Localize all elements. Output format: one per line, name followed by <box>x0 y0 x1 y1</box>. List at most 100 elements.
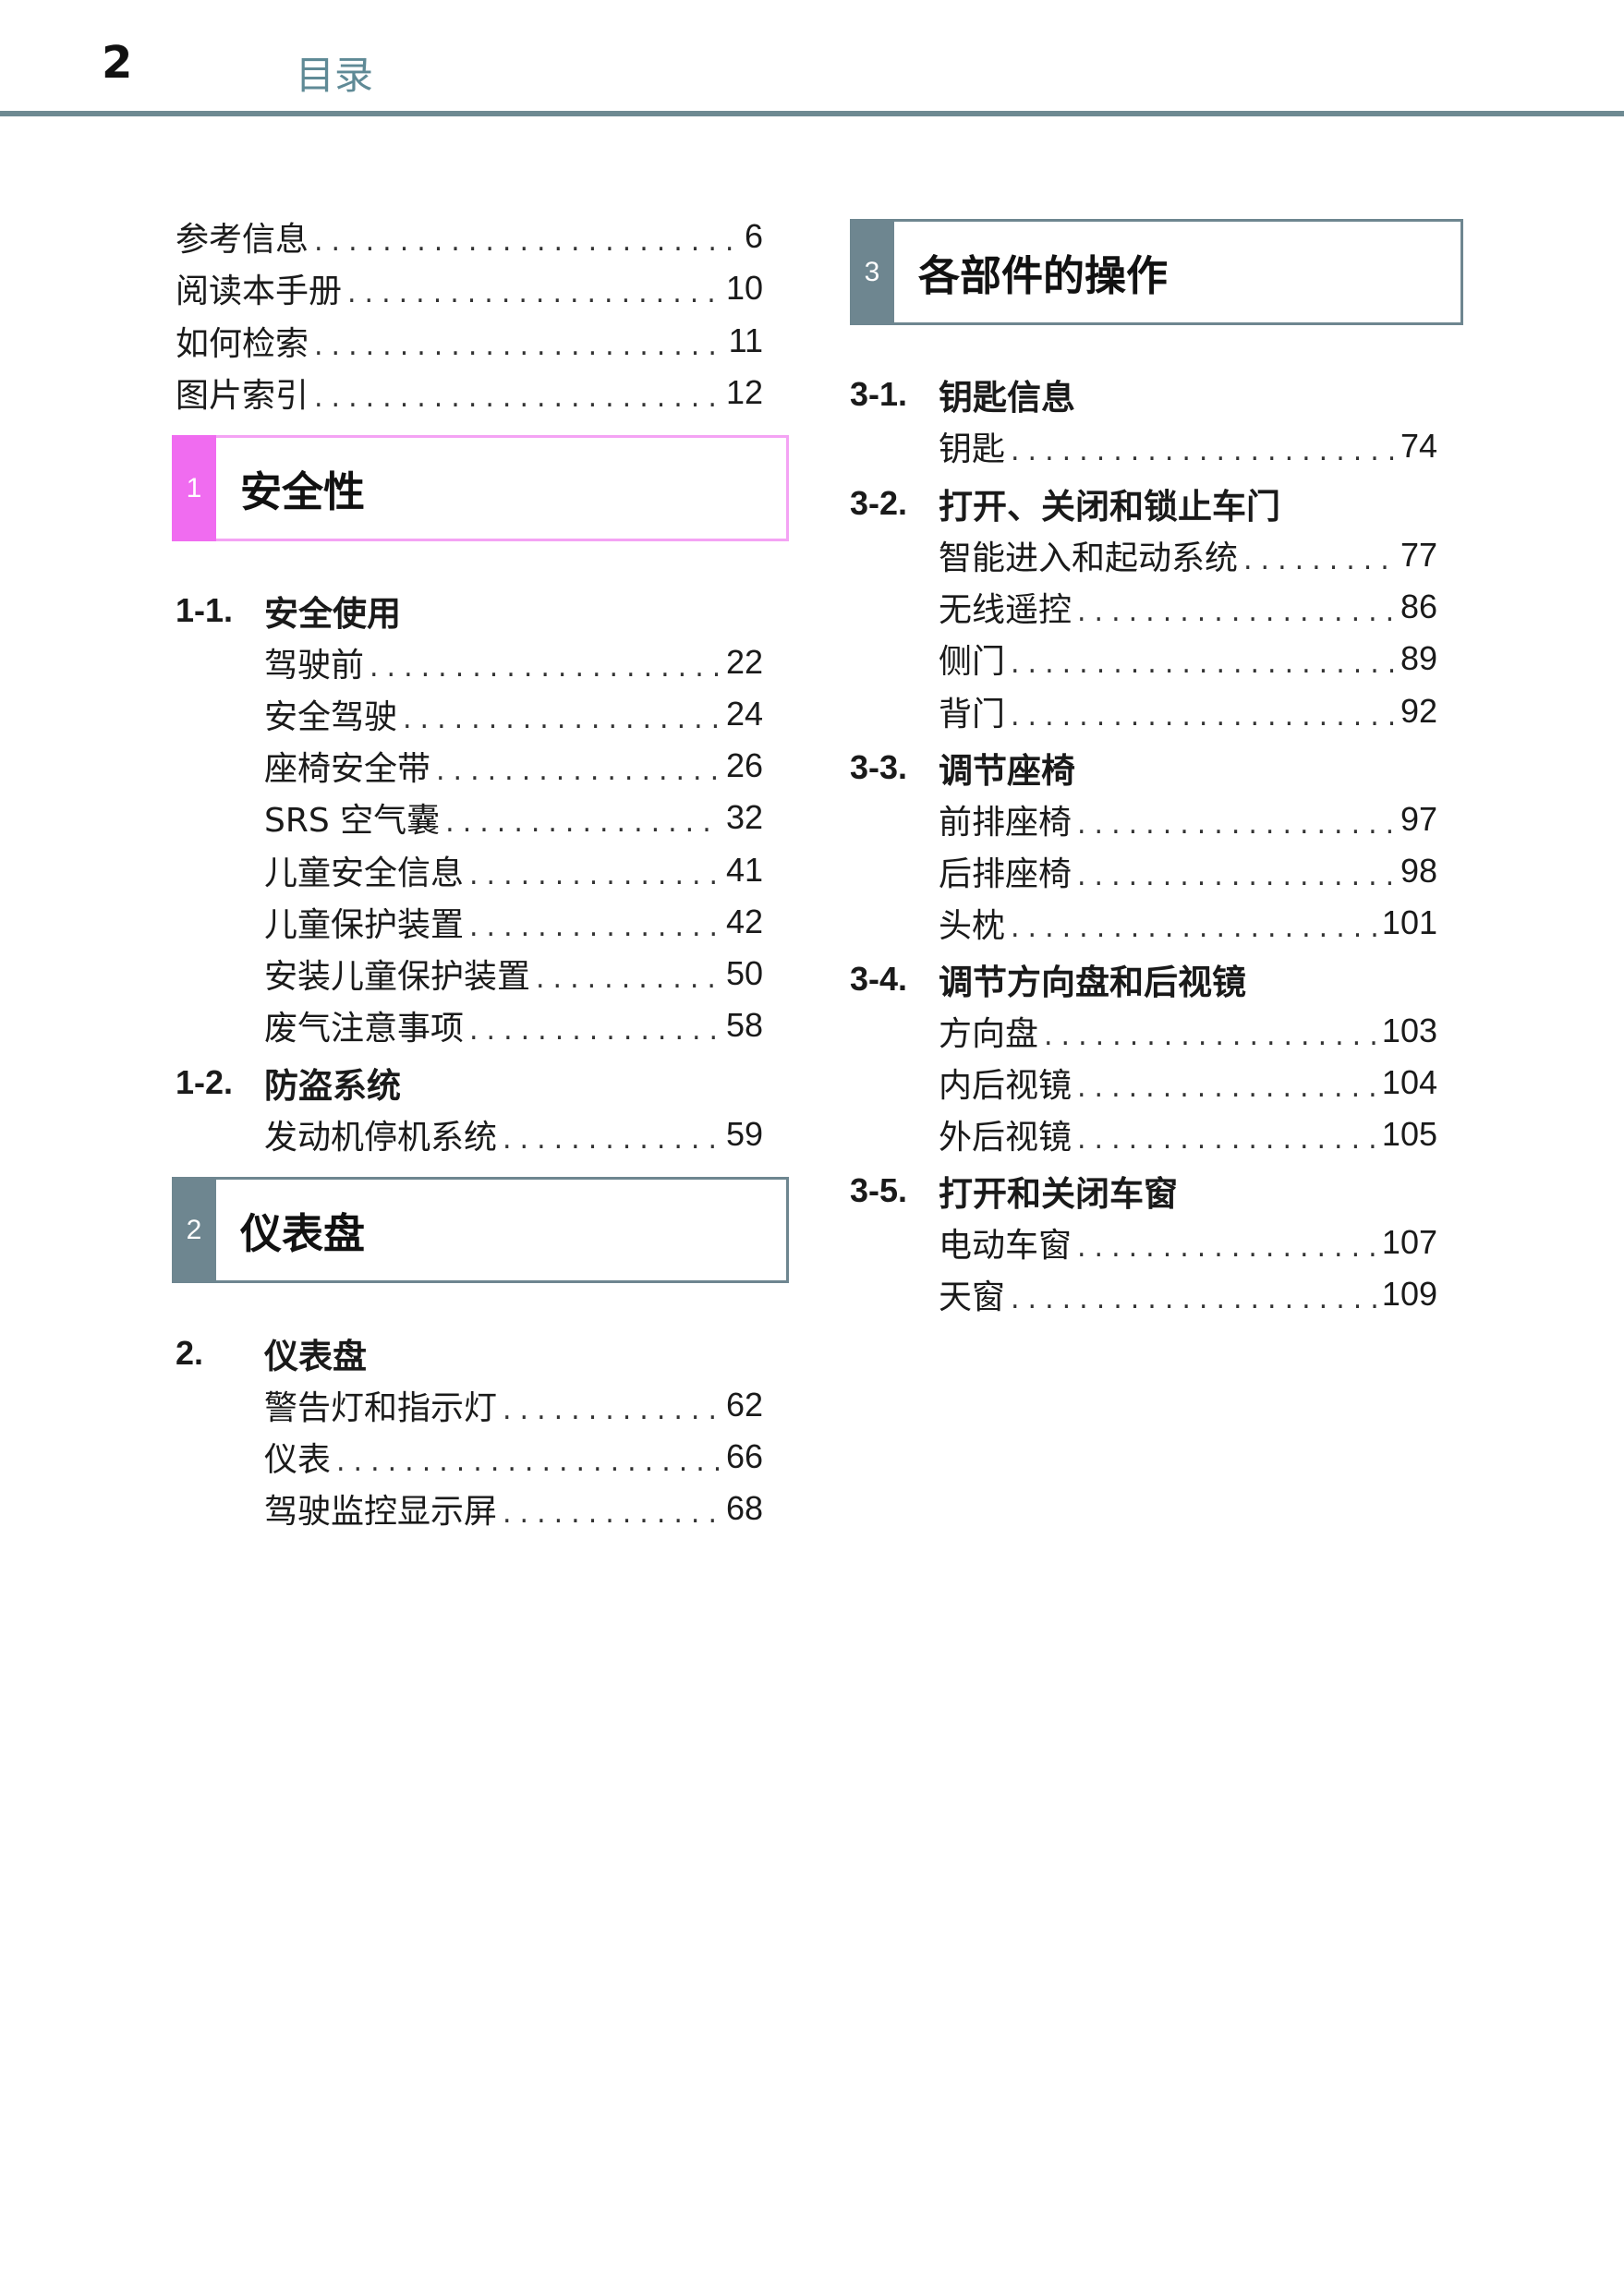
entry-page: 41 <box>725 851 763 889</box>
chapter-3-header[interactable]: 3 各部件的操作 <box>850 219 1463 325</box>
entry-page: 101 <box>1381 903 1437 941</box>
section-title: 安全使用 <box>264 594 401 634</box>
toc-entry[interactable]: 无线遥控 ...................................… <box>939 581 1437 633</box>
section-title: 调节方向盘和后视镜 <box>939 963 1246 1002</box>
toc-entry[interactable]: 仪表 .....................................… <box>264 1431 763 1483</box>
section-number: 1-1. <box>176 591 234 629</box>
dot-leader: ........................................… <box>1011 1289 1376 1315</box>
entry-page: 11 <box>728 321 763 359</box>
toc-entry[interactable]: 儿童安全信息 .................................… <box>264 844 763 896</box>
entry-label: 安全驾驶 <box>264 698 398 736</box>
section-heading[interactable]: 3-2. 打开、关闭和锁止车门 <box>850 478 1280 529</box>
dot-leader: ........................................… <box>1011 441 1395 467</box>
dot-leader: ........................................… <box>1011 917 1376 944</box>
toc-entry[interactable]: SRS 空气囊 ................................… <box>264 792 763 843</box>
section-title: 打开和关闭车窗 <box>939 1174 1178 1214</box>
section-title: 打开、关闭和锁止车门 <box>939 487 1280 527</box>
entry-page: 26 <box>725 746 763 784</box>
chapter-2-header[interactable]: 2 仪表盘 <box>172 1177 789 1283</box>
entry-label: 侧门 <box>939 643 1006 681</box>
entry-page: 10 <box>725 269 763 307</box>
entry-label: 废气注意事项 <box>264 1010 465 1048</box>
toc-entry[interactable]: 内后视镜 ...................................… <box>939 1057 1437 1109</box>
toc-entry[interactable]: 外后视镜 ...................................… <box>939 1109 1437 1160</box>
toc-entry[interactable]: 侧门 .....................................… <box>939 633 1437 685</box>
entry-page: 68 <box>725 1489 763 1527</box>
entry-page: 62 <box>725 1386 763 1424</box>
entry-page: 6 <box>744 217 763 255</box>
section-heading[interactable]: 2. 仪表盘 <box>176 1327 367 1379</box>
section-heading[interactable]: 1-1. 安全使用 <box>176 585 401 636</box>
header-rule <box>0 111 1624 116</box>
toc-entry[interactable]: 方向盘 ....................................… <box>939 1005 1437 1057</box>
entry-label: 后排座椅 <box>939 855 1073 893</box>
toc-entry[interactable]: 钥匙 .....................................… <box>939 420 1437 472</box>
section-number: 2. <box>176 1334 204 1372</box>
toc-entry[interactable]: 驾驶监控显示屏 ................................… <box>264 1483 763 1534</box>
dot-leader: ........................................… <box>370 657 721 684</box>
entry-label: 儿童保护装置 <box>264 906 465 944</box>
page-title: 目录 <box>296 53 374 98</box>
toc-entry[interactable]: 天窗 .....................................… <box>939 1268 1437 1320</box>
dot-leader: ........................................… <box>1077 1129 1376 1156</box>
chapter-title: 仪表盘 <box>240 1209 366 1258</box>
dot-leader: ........................................… <box>469 1020 721 1047</box>
dot-leader: ........................................… <box>1044 1025 1376 1052</box>
section-heading[interactable]: 3-4. 调节方向盘和后视镜 <box>850 953 1246 1005</box>
toc-entry[interactable]: 如何检索 ...................................… <box>176 315 763 367</box>
section-number: 3-4. <box>850 960 908 998</box>
toc-entry[interactable]: 头枕 .....................................… <box>939 897 1437 949</box>
toc-entry[interactable]: 智能进入和起动系统 ..............................… <box>939 529 1437 581</box>
section-title: 调节座椅 <box>939 751 1075 791</box>
section-title: 仪表盘 <box>264 1337 367 1376</box>
entry-page: 42 <box>725 903 763 940</box>
dot-leader: ........................................… <box>1077 601 1395 628</box>
entry-label: 内后视镜 <box>939 1067 1073 1105</box>
toc-entry[interactable]: 废气注意事项 .................................… <box>264 1000 763 1051</box>
toc-entry[interactable]: 前排座椅 ...................................… <box>939 794 1437 845</box>
dot-leader: ........................................… <box>314 231 739 258</box>
chapter-number-tab: 2 <box>172 1177 216 1283</box>
entry-page: 86 <box>1400 588 1437 625</box>
toc-entry[interactable]: 安全驾驶 ...................................… <box>264 688 763 740</box>
toc-entry[interactable]: 电动车窗 ...................................… <box>939 1217 1437 1268</box>
toc-entry[interactable]: 儿童保护装置 .................................… <box>264 896 763 948</box>
entry-label: 仪表 <box>264 1441 332 1479</box>
entry-page: 98 <box>1400 852 1437 890</box>
dot-leader: ........................................… <box>536 968 721 995</box>
toc-entry[interactable]: 参考信息 ...................................… <box>176 211 763 262</box>
entry-label: 图片索引 <box>176 377 309 415</box>
entry-label: 安装儿童保护装置 <box>264 958 531 996</box>
entry-label: 背门 <box>939 696 1006 733</box>
entry-label: 外后视镜 <box>939 1119 1073 1157</box>
section-heading[interactable]: 3-1. 钥匙信息 <box>850 369 1075 420</box>
dot-leader: ........................................… <box>314 387 721 414</box>
dot-leader: ........................................… <box>1011 653 1395 680</box>
dot-leader: ........................................… <box>314 335 723 362</box>
toc-entry[interactable]: 背门 .....................................… <box>939 685 1437 737</box>
toc-entry[interactable]: 安装儿童保护装置 ...............................… <box>264 948 763 1000</box>
dot-leader: ........................................… <box>347 283 721 309</box>
entry-page: 32 <box>725 798 763 836</box>
entry-page: 104 <box>1381 1063 1437 1101</box>
toc-entry[interactable]: 图片索引 ...................................… <box>176 367 763 418</box>
section-heading[interactable]: 3-3. 调节座椅 <box>850 742 1075 794</box>
page-number: 2 <box>102 37 133 89</box>
dot-leader: ........................................… <box>403 709 721 735</box>
chapter-title: 各部件的操作 <box>918 251 1169 300</box>
entry-label: 如何检索 <box>176 325 309 363</box>
toc-entry[interactable]: 后排座椅 ...................................… <box>939 845 1437 897</box>
toc-entry[interactable]: 发动机停机系统 ................................… <box>264 1109 763 1160</box>
dot-leader: ........................................… <box>1077 1237 1376 1264</box>
toc-entry[interactable]: 阅读本手册 ..................................… <box>176 262 763 314</box>
entry-page: 24 <box>725 695 763 733</box>
toc-entry[interactable]: 座椅安全带 ..................................… <box>264 740 763 792</box>
toc-entry[interactable]: 警告灯和指示灯 ................................… <box>264 1379 763 1431</box>
toc-entry[interactable]: 驾驶前 ....................................… <box>264 636 763 688</box>
section-heading[interactable]: 1-2. 防盗系统 <box>176 1057 401 1109</box>
chapter-1-header[interactable]: 1 安全性 <box>172 435 789 541</box>
dot-leader: ........................................… <box>1077 866 1395 892</box>
entry-label: 发动机停机系统 <box>264 1119 498 1157</box>
entry-label: 前排座椅 <box>939 804 1073 842</box>
section-heading[interactable]: 3-5. 打开和关闭车窗 <box>850 1165 1178 1217</box>
